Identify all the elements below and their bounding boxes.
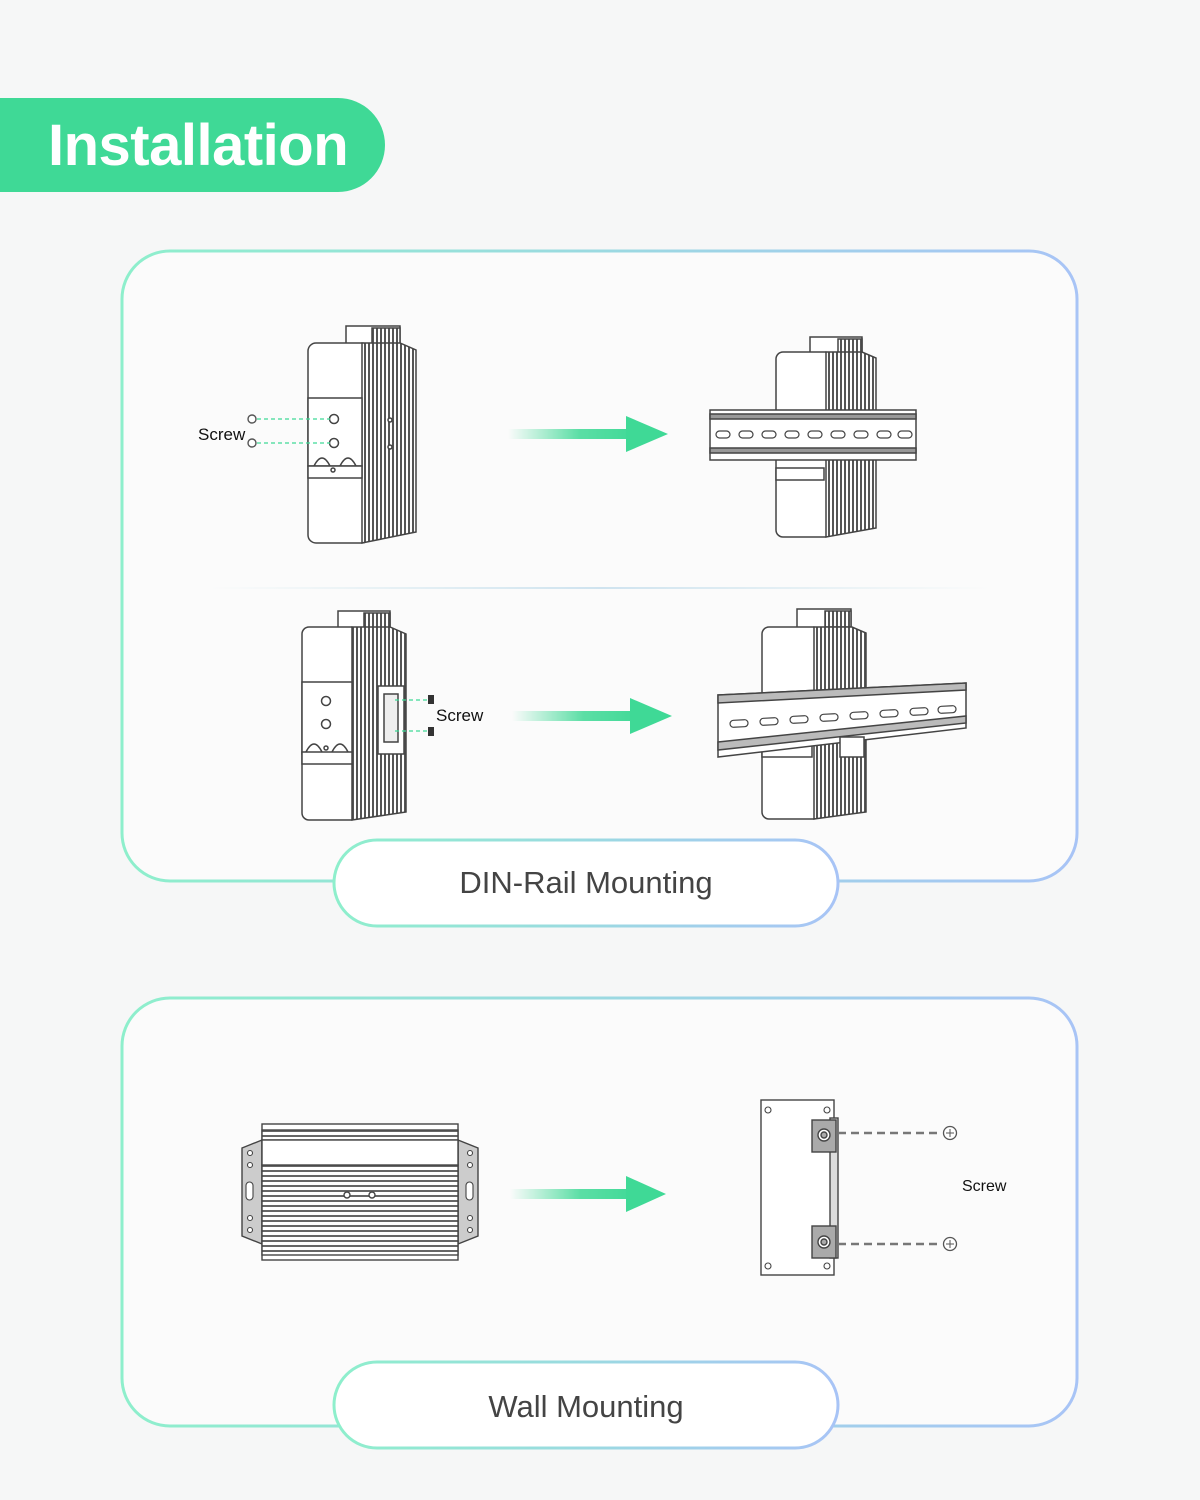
screw-label: Screw [198,425,246,444]
din-rail [709,409,917,461]
arrow-right-icon [510,1176,666,1212]
screw-icon [395,695,434,736]
screw-label: Screw [962,1178,1007,1195]
title-banner: Installation [0,98,385,192]
wall-label-pill [332,1360,840,1450]
arrow-right-icon [508,416,668,452]
device-rear-view [307,325,417,544]
page-title: Installation [48,112,349,178]
din-rail-panel: Screw [120,249,1079,928]
device-top-view [241,1123,479,1261]
din-rail-panel-frame [120,249,1079,883]
section-divider [210,587,990,589]
arrow-right-icon [512,698,672,734]
screw-icon [838,1125,958,1252]
din-rail-label-pill [332,838,840,928]
screw-label: Screw [436,706,484,725]
din-rail-label: DIN-Rail Mounting [459,865,712,900]
wall-label: Wall Mounting [488,1389,683,1424]
screw-icon [247,414,330,448]
device-side-view [301,610,407,821]
din-rail [717,682,967,758]
wall-bracket-view [760,1099,839,1276]
wall-panel: Screw Wall Mounting [120,996,1079,1450]
